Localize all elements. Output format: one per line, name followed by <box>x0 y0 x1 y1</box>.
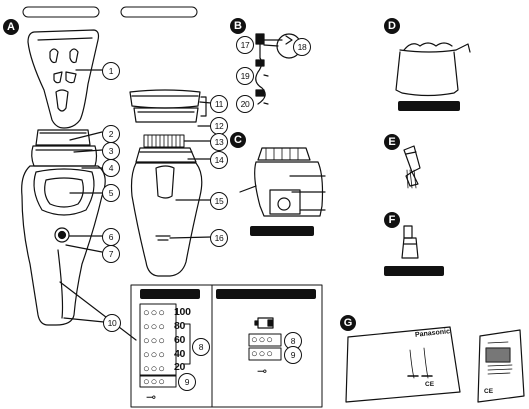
part-number-8: 8 <box>192 338 210 356</box>
shaver-drawing <box>21 129 137 341</box>
table-header-left <box>140 289 200 299</box>
table-header-right <box>216 289 316 299</box>
section-g-label: G <box>340 315 356 331</box>
header-frame-1 <box>22 6 100 18</box>
level-60: 60 <box>174 334 186 346</box>
section-d-label: D <box>384 18 400 34</box>
part-number-9: 9 <box>178 373 196 391</box>
part-number-18: 18 <box>293 38 311 56</box>
part-number-17: 17 <box>236 36 254 54</box>
instruction-booklet-drawing <box>477 329 525 403</box>
plug-icon: ⊸ <box>146 390 157 404</box>
charging-cord-drawing <box>255 33 302 105</box>
part-number-16: 16 <box>210 229 228 247</box>
level-40: 40 <box>174 348 186 360</box>
battery-level-lamps: ○○○ ○○○ ○○○ ○○○ ○○○ ○○○ <box>143 307 166 388</box>
charging-stand-drawing <box>239 147 326 217</box>
leaflet-ce-mark: CE <box>425 381 435 388</box>
cleaning-brush-drawing <box>403 145 421 189</box>
part-number-2: 2 <box>102 125 120 143</box>
charge-part-number-9: 9 <box>284 346 302 364</box>
part-number-20: 20 <box>236 95 254 113</box>
part-number-11: 11 <box>210 95 228 113</box>
part-number-19: 19 <box>236 67 254 85</box>
section-c-label: C <box>230 132 246 148</box>
charge-plug-icon: ⊸ <box>257 364 268 378</box>
header-frame-2 <box>120 6 198 18</box>
charge-lamps: ○○○○○○ <box>251 334 274 360</box>
shaver-parts-drawing <box>129 89 212 277</box>
part-number-5: 5 <box>102 184 120 202</box>
level-80: 80 <box>174 320 186 332</box>
level-20: 20 <box>174 361 186 373</box>
booklet-ce-mark: CE <box>484 388 494 395</box>
stand-caption-bar <box>250 226 314 236</box>
pouch-caption-bar <box>398 101 460 111</box>
part-number-3: 3 <box>102 142 120 160</box>
pouch-drawing <box>395 42 471 97</box>
part-number-4: 4 <box>102 159 120 177</box>
part-number-15: 15 <box>210 192 228 210</box>
part-number-13: 13 <box>210 133 228 151</box>
level-100: 100 <box>174 306 191 318</box>
part-number-10: 10 <box>103 314 121 332</box>
protective-cap-drawing <box>27 29 103 129</box>
section-a-label: A <box>3 19 19 35</box>
part-number-6: 6 <box>102 228 120 246</box>
quick-guide-drawing <box>345 326 461 403</box>
battery-icon <box>254 317 274 329</box>
oil-caption-bar <box>384 266 444 276</box>
oil-bottle-drawing <box>401 225 419 259</box>
part-number-1: 1 <box>102 62 120 80</box>
section-f-label: F <box>384 212 400 228</box>
part-number-7: 7 <box>102 245 120 263</box>
battery-table-frame <box>130 284 323 408</box>
section-e-label: E <box>384 134 400 150</box>
section-b-label: B <box>230 18 246 34</box>
part-number-14: 14 <box>210 151 228 169</box>
